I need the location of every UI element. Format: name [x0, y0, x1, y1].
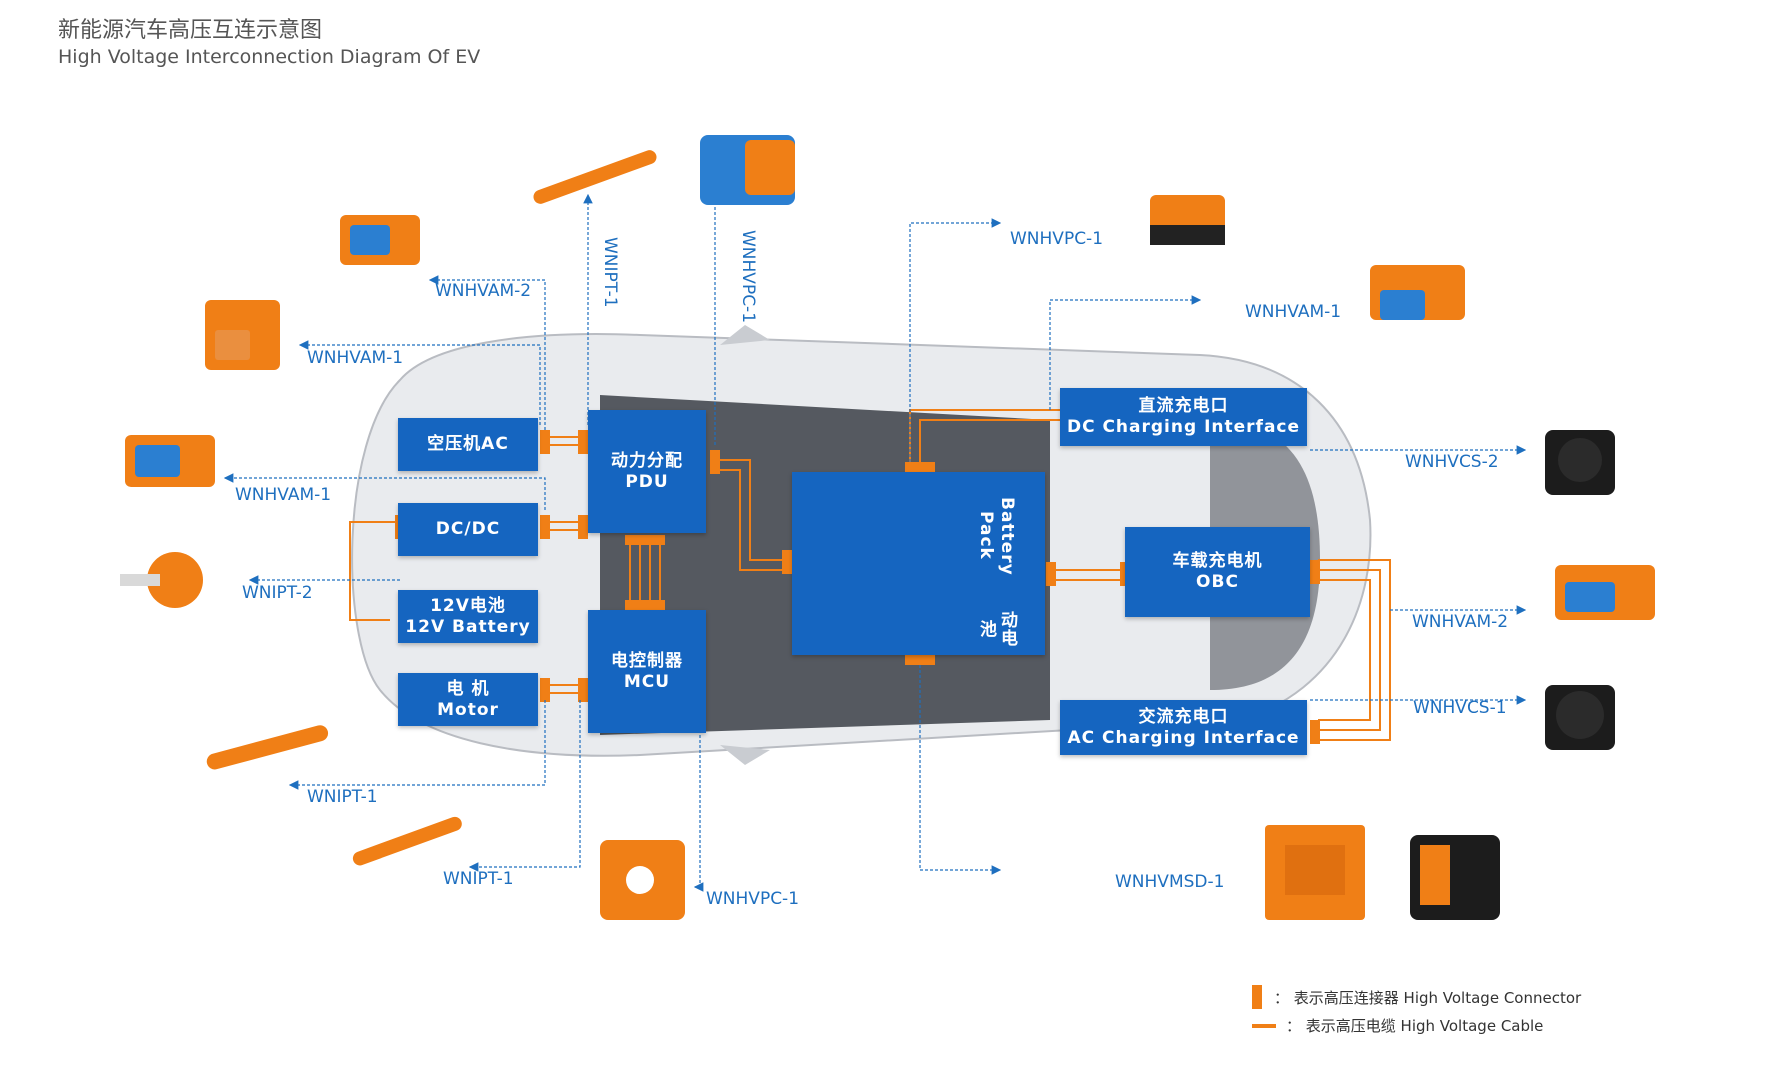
legend-connector-text: ： 表示高压连接器 High Voltage Connector: [1274, 988, 1582, 1007]
page-title-en: High Voltage Interconnection Diagram Of …: [58, 46, 481, 68]
connector-orange-blue-icon: [600, 840, 685, 920]
connector-orange-blue-icon: [340, 215, 420, 265]
label-wnhvam1-right: WNHVAM-1: [1245, 302, 1342, 322]
module-obc: 车载充电机 OBC: [1125, 527, 1310, 617]
terminal-pin-icon: [120, 552, 203, 608]
terminal-pin-icon: [206, 725, 329, 770]
label-wnipt1-bottom: WNIPT-1: [443, 869, 514, 889]
legend-cable-swatch: [1252, 1023, 1276, 1028]
legend-cable-text: ： 表示高压电缆 High Voltage Cable: [1286, 1017, 1544, 1035]
leader-lines: [223, 158, 1527, 892]
charging-socket-icon: [1545, 685, 1615, 750]
label-wnipt1-left: WNIPT-1: [307, 787, 378, 807]
module-mcu-label-en: MCU: [623, 671, 671, 692]
connector-orange-blue-icon: [125, 435, 215, 487]
label-wnhvcs1: WNHVCS-1: [1413, 698, 1507, 718]
label-wnhvam1-left: WNHVAM-1: [235, 485, 332, 505]
label-wnhvam2-right: WNHVAM-2: [1412, 612, 1509, 632]
label-wnipt2: WNIPT-2: [242, 583, 313, 603]
module-12v-battery-label-en: 12V Battery: [405, 616, 531, 637]
connector-orange-blue-icon: [1555, 565, 1655, 620]
dc-interface-label-cn: 直流充电口: [1138, 396, 1229, 416]
dc-interface-label-en: DC Charging Interface: [1066, 417, 1301, 437]
module-pdu: 动力分配 PDU: [588, 410, 706, 533]
module-pdu-label-en: PDU: [625, 471, 669, 492]
module-dcdc: DC/DC: [398, 503, 538, 556]
module-12v-battery: 12V电池 12V Battery: [398, 590, 538, 643]
ac-interface-label-cn: 交流充电口: [1138, 706, 1229, 727]
module-mcu-label-cn: 电控制器: [611, 650, 683, 671]
battery-pack-label-group: Battery Pack 动电池: [975, 472, 1017, 655]
module-ac-compressor-label: 空压机AC: [427, 434, 509, 454]
legend-connector: ： 表示高压连接器 High Voltage Connector: [1240, 985, 1581, 1009]
legend-cable: ： 表示高压电缆 High Voltage Cable: [1250, 1015, 1543, 1036]
battery-pack-label-en: Battery Pack: [976, 496, 1017, 576]
charging-socket-icon: [1545, 430, 1615, 495]
label-wnipt1-vertical: WNIPT-1: [600, 237, 620, 308]
module-12v-battery-label-cn: 12V电池: [430, 595, 506, 616]
connector-orange-blue-icon: [1150, 195, 1225, 245]
module-battery-pack: Battery Pack 动电池: [792, 472, 1045, 655]
connector-orange-blue-icon: [205, 300, 280, 370]
label-wnhvam1-top-left: WNHVAM-1: [307, 348, 404, 368]
module-dcdc-label: DC/DC: [435, 519, 501, 539]
label-wnhvam2-left: WNHVAM-2: [435, 281, 532, 301]
connector-orange-blue-icon: [1370, 265, 1465, 320]
obc-label-en: OBC: [1196, 572, 1239, 592]
msd-connector-icon: [1410, 835, 1500, 920]
module-motor-label-en: Motor: [437, 699, 499, 720]
terminal-pin-icon: [352, 816, 462, 866]
label-wnhvpc1-bottom: WNHVPC-1: [706, 889, 800, 909]
msd-connector-icon: [1265, 825, 1365, 920]
label-wnhvpc1-vertical: WNHVPC-1: [738, 230, 758, 324]
module-motor: 电 机 Motor: [398, 673, 538, 726]
label-wnhvmsd1: WNHVMSD-1: [1115, 872, 1225, 892]
label-wnhvpc1-top: WNHVPC-1: [1010, 229, 1104, 249]
module-motor-label-cn: 电 机: [446, 678, 490, 699]
module-ac-compressor: 空压机AC: [398, 418, 538, 471]
connector-orange-blue-icon: [700, 135, 795, 205]
module-mcu: 电控制器 MCU: [588, 610, 706, 733]
ac-interface-label-en: AC Charging Interface: [1067, 727, 1300, 748]
module-ac-charging-interface: 交流充电口 AC Charging Interface: [1060, 700, 1307, 755]
legend-connector-swatch: [1252, 985, 1262, 1009]
label-wnhvcs2: WNHVCS-2: [1405, 452, 1499, 472]
page-title-cn: 新能源汽车高压互连示意图: [58, 18, 323, 43]
product-images: [120, 135, 1655, 920]
obc-label-cn: 车载充电机: [1172, 551, 1263, 571]
module-pdu-label-cn: 动力分配: [611, 450, 683, 471]
terminal-pin-icon: [533, 150, 657, 204]
module-dc-charging-interface: 直流充电口 DC Charging Interface: [1060, 388, 1307, 446]
battery-pack-label-cn: 动电池: [976, 611, 1017, 648]
